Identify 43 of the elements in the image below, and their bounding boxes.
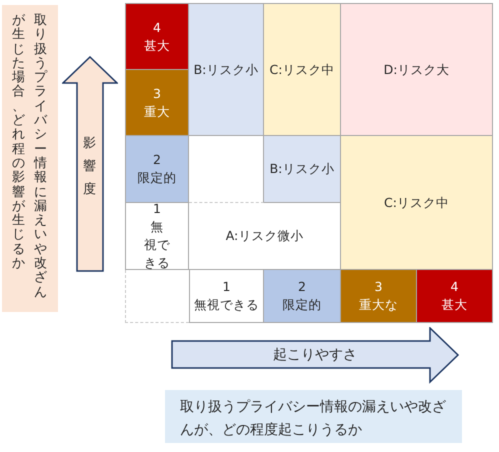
risk-label: D:リスク大 bbox=[384, 60, 450, 78]
level-label: 限定的 bbox=[282, 296, 322, 314]
note-box bbox=[2, 5, 58, 312]
impact-level-cell bbox=[125, 203, 189, 270]
level-number: 3 bbox=[153, 84, 161, 102]
likelihood-level-cell bbox=[417, 270, 493, 323]
risk-label: A:リスク微小 bbox=[226, 227, 304, 245]
level-number: 1 bbox=[153, 200, 161, 218]
risk-cell bbox=[341, 136, 493, 270]
risk-cell bbox=[189, 203, 341, 270]
risk-label: B:リスク小 bbox=[194, 60, 258, 78]
risk-cell bbox=[264, 3, 341, 136]
level-number: 1 bbox=[222, 278, 230, 296]
axis-block-arrow bbox=[62, 56, 118, 272]
caption-text: 取り扱うプライバシー情報の漏えいや改ざんが、どの程度起こりうるか bbox=[180, 398, 447, 440]
level-number: 3 bbox=[374, 278, 382, 296]
likelihood-level-cell bbox=[264, 270, 341, 323]
axis-label: 影響度 bbox=[83, 135, 96, 199]
risk-label: C:リスク中 bbox=[270, 60, 334, 78]
caption-box bbox=[165, 390, 462, 443]
note-text: 取り扱うプライバシー情報に漏えいや改ざんが生じた場合、どれ程の影響が生じるか bbox=[12, 14, 47, 302]
axis-block-arrow bbox=[171, 327, 460, 384]
impact-level-cell bbox=[125, 136, 189, 203]
risk-label: C:リスク中 bbox=[384, 194, 449, 212]
likelihood-level-cell bbox=[189, 270, 264, 323]
level-number: 2 bbox=[298, 278, 306, 296]
risk-cell bbox=[341, 3, 493, 136]
level-label: 重大な bbox=[359, 296, 398, 314]
level-number: 4 bbox=[450, 278, 458, 296]
level-label: 甚大 bbox=[442, 296, 468, 314]
likelihood-level-cell bbox=[341, 270, 417, 323]
level-label: 甚大 bbox=[144, 36, 170, 54]
level-label: 重大 bbox=[144, 102, 170, 120]
impact-level-cell bbox=[125, 70, 189, 136]
risk-label: B:リスク小 bbox=[270, 160, 334, 178]
risk-cell bbox=[264, 136, 341, 203]
risk-cell bbox=[189, 3, 264, 136]
level-number: 2 bbox=[153, 151, 161, 169]
axis-label: 起こりやすさ bbox=[273, 346, 357, 364]
level-number: 4 bbox=[153, 18, 161, 36]
level-label: 限定的 bbox=[138, 169, 176, 187]
impact-level-cell bbox=[125, 3, 189, 70]
level-label: 無視できる bbox=[194, 296, 259, 314]
